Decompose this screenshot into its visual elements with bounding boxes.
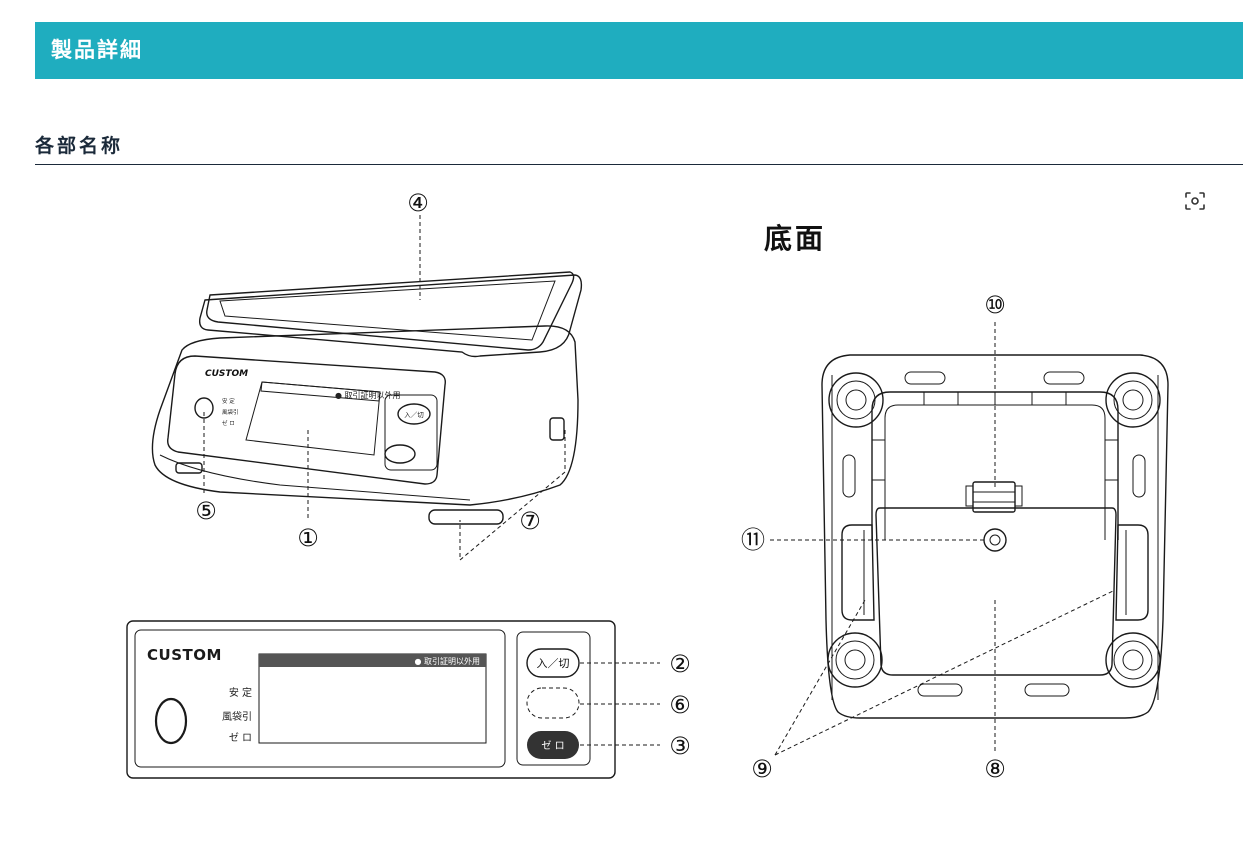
scale-label-stable: 安 定 [222, 397, 235, 405]
marker-4: ④ [407, 189, 429, 217]
level-indicator [154, 697, 188, 745]
scale-btn-power: 入／切 [404, 411, 424, 419]
scale-brand: CUSTOM [205, 369, 248, 379]
foot-top-right [1105, 372, 1161, 428]
page-title: 製品詳細 [51, 38, 143, 62]
marker-1: ① [297, 524, 319, 552]
marker-8: ⑧ [984, 755, 1006, 783]
marker-6: ⑥ [669, 691, 691, 719]
section-divider [35, 164, 1243, 165]
zero-button-outline [527, 731, 579, 759]
marker-9: ⑨ [751, 755, 773, 783]
marker-11: ⑪ [741, 526, 765, 554]
marker-2: ② [669, 650, 691, 678]
marker-3: ③ [669, 732, 691, 760]
panel-label-zero: ゼ ロ [229, 732, 252, 744]
panel-label-stable: 安 定 [229, 686, 252, 699]
panel-btn-power: 入／切 [537, 657, 570, 670]
focus-frame-icon[interactable] [1184, 191, 1206, 211]
scale-perspective: ● 取引証明以外用 CUSTOM 安 定 風袋引 ゼ ロ 入／切 ゼ ロ [151, 271, 583, 525]
bottom-view-title: 底面 [764, 222, 826, 255]
leader-7 [459, 430, 566, 562]
marker-7: ⑦ [519, 507, 541, 535]
panel-brand: CUSTOM [147, 646, 222, 664]
panel-label-tare: 風袋引 [222, 710, 252, 723]
scale-display-note: ● 取引証明以外用 [335, 390, 401, 400]
foot-bottom-left [827, 632, 883, 688]
header-bar: 製品詳細 [35, 22, 1243, 79]
foot-top-left [828, 372, 884, 428]
scale-label-zero: ゼ ロ [222, 419, 235, 427]
marker-5: ⑤ [195, 497, 217, 525]
scale-bottom-view [821, 354, 1169, 719]
hidden-button-outline [526, 687, 580, 719]
scale-label-tare: 風袋引 [222, 408, 239, 416]
power-button-outline [526, 648, 580, 678]
marker-10: ⑩ [984, 291, 1006, 319]
panel-btn-zero: ゼ ロ [541, 740, 564, 752]
panel-display-note: ● 取引証明以外用 [414, 656, 480, 666]
foot-bottom-right [1105, 632, 1161, 688]
scale-btn-zero: ゼ ロ [393, 451, 407, 459]
front-panel: ● 取引証明以外用 CUSTOM 安 定 風袋引 ゼ ロ 入／切 ゼ ロ [126, 620, 616, 779]
section-title: 各部名称 [35, 135, 124, 157]
leader-9a [774, 599, 866, 756]
